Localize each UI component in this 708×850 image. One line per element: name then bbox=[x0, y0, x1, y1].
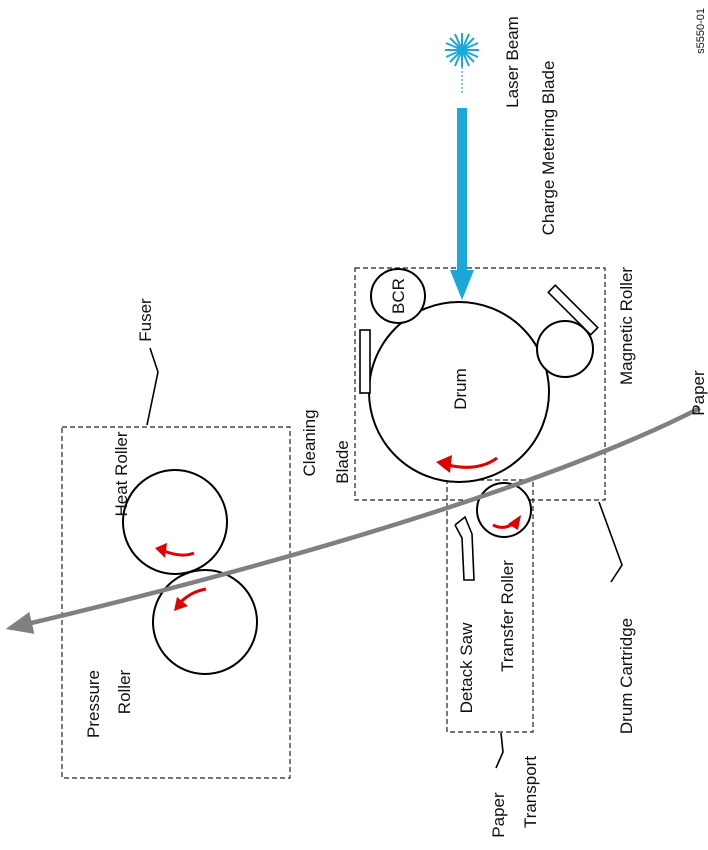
paper-transport-box bbox=[446, 479, 534, 733]
fuser-leader-line bbox=[146, 347, 159, 426]
paper-path-arrow bbox=[5, 405, 702, 634]
detack-saw bbox=[454, 515, 475, 581]
figure-reference-label: s5550-01 bbox=[695, 8, 707, 54]
fuser-box bbox=[61, 426, 291, 779]
pressure-roller bbox=[152, 569, 258, 675]
drum-cartridge-label: Drum Cartridge bbox=[617, 618, 636, 734]
heat-roller-label: Heat Roller bbox=[112, 431, 131, 516]
pressure-roller-label-line2: Roller bbox=[115, 669, 134, 714]
cleaning-blade bbox=[359, 329, 371, 394]
laser-beam-arrow bbox=[450, 108, 474, 300]
paper-transport-leader-line bbox=[495, 732, 504, 769]
bcr-label: BCR bbox=[389, 278, 408, 314]
pressure-roller-label-line1: Pressure bbox=[84, 670, 103, 738]
heat-roller-rotation-arrow bbox=[155, 543, 195, 558]
detack-saw-label: Detack Saw bbox=[457, 622, 476, 713]
laser-beam-label: Laser Beam bbox=[503, 16, 522, 108]
heat-roller bbox=[122, 469, 228, 575]
laser-emitter-icon bbox=[445, 33, 479, 95]
pressure-roller-rotation-arrow bbox=[174, 587, 207, 611]
paper-transport-label-line2: Transport bbox=[521, 756, 540, 828]
drum-label: Drum bbox=[451, 368, 470, 410]
magnetic-roller bbox=[536, 320, 594, 378]
bcr-roller bbox=[370, 268, 426, 324]
drum-cartridge-leader-line bbox=[598, 501, 623, 583]
charge-metering-blade-label: Charge Metering Blade bbox=[539, 61, 558, 236]
magnetic-roller-label: Magnetic Roller bbox=[617, 267, 636, 385]
fuser-label: Fuser bbox=[136, 298, 155, 342]
paper-label: Paper bbox=[689, 370, 708, 416]
cleaning-blade-label-line1: Cleaning bbox=[300, 409, 319, 476]
drum-cartridge-box bbox=[354, 267, 606, 501]
cleaning-blade-label-line2: Blade bbox=[333, 440, 352, 483]
paper-transport-label-line1: Paper bbox=[489, 792, 508, 838]
charge-metering-blade bbox=[547, 284, 599, 336]
transfer-roller-label: Transfer Roller bbox=[498, 560, 517, 672]
transfer-rotation-arrow bbox=[492, 515, 521, 530]
drum-rotation-arrow bbox=[436, 455, 498, 473]
